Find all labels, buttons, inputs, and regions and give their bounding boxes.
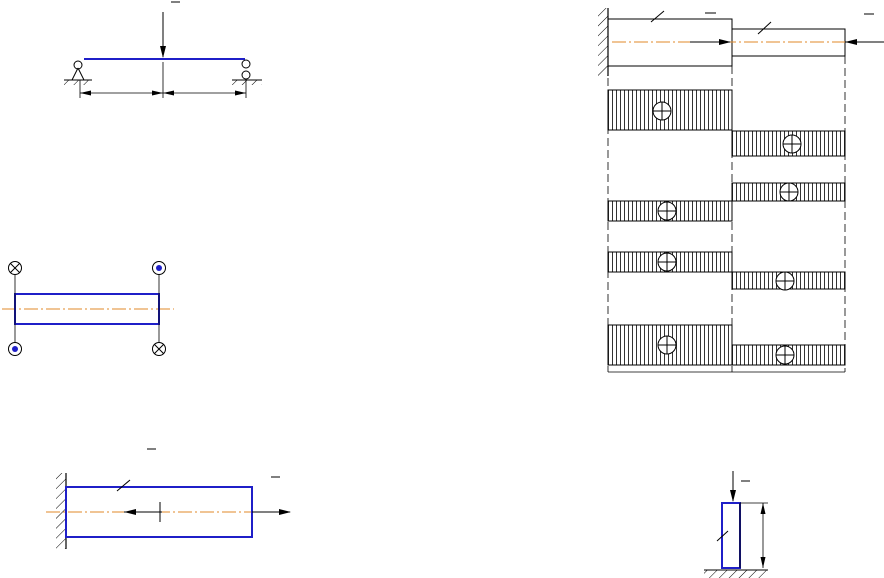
short-column-under-compression xyxy=(704,471,768,578)
dot-circle-icon xyxy=(8,342,22,356)
roller-support-icon xyxy=(232,59,262,85)
cross-circle-icon xyxy=(8,261,22,275)
span-dimension xyxy=(79,62,247,98)
fixed-wall-hatch-icon xyxy=(56,473,67,549)
plus-circle-icon xyxy=(782,134,802,154)
force-arrow-icon xyxy=(160,1,180,58)
force-arrow-icon xyxy=(690,12,731,45)
cross-circle-icon xyxy=(152,342,166,356)
plus-circle-icon xyxy=(657,335,677,355)
pin-support-icon xyxy=(64,60,92,85)
plus-circle-icon xyxy=(775,271,795,291)
plus-circle-icon xyxy=(775,345,795,365)
dot-circle-icon xyxy=(152,261,166,275)
plus-circle-icon xyxy=(657,252,677,272)
force-arrow-icon xyxy=(252,476,291,515)
plus-circle-icon xyxy=(652,101,672,121)
force-arrow-icon xyxy=(124,448,162,522)
column-member xyxy=(721,502,741,569)
diagram-option xyxy=(607,182,846,222)
simply-supported-beam xyxy=(64,1,262,98)
plus-circle-icon xyxy=(657,201,677,221)
diagram-option xyxy=(607,324,846,366)
fixed-wall-hatch-icon xyxy=(704,569,768,578)
height-dimension xyxy=(740,502,768,568)
force-arrow-icon xyxy=(730,471,750,502)
diagram-option xyxy=(607,89,846,157)
cantilever-rod-with-axial-load xyxy=(46,448,291,549)
force-arrow-icon xyxy=(845,13,884,45)
diagram-option xyxy=(607,251,846,291)
bar-with-four-supports xyxy=(2,261,174,356)
fixed-wall-hatch-icon xyxy=(598,8,609,76)
stepped-rod-with-diagram-options xyxy=(598,8,884,373)
plus-circle-icon xyxy=(779,182,799,202)
